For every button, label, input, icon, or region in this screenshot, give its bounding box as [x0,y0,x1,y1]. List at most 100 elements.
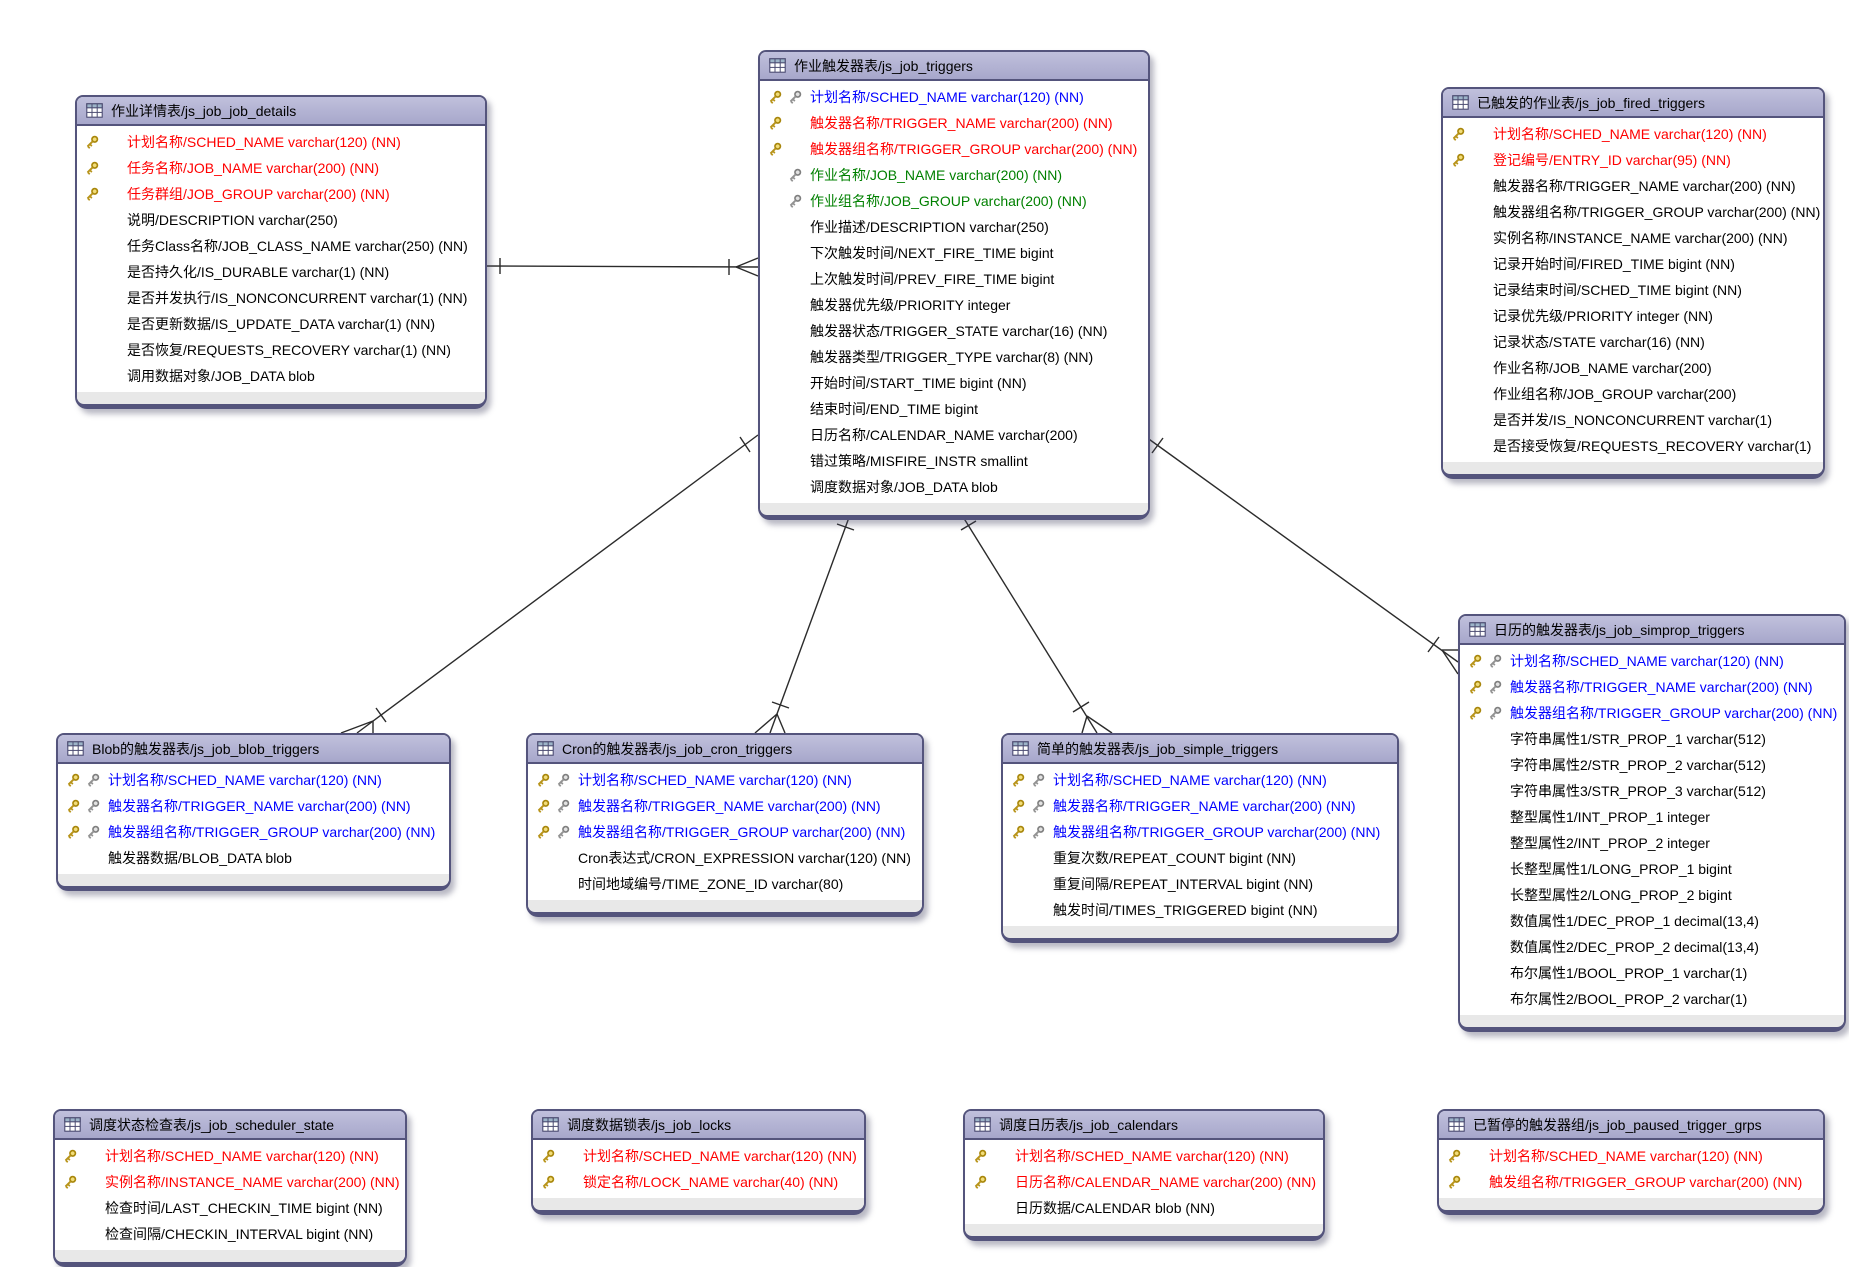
field-js_job_job_details-3[interactable]: 说明/DESCRIPTION varchar(250) [77,207,485,233]
field-js_job_fired_triggers-0[interactable]: 计划名称/SCHED_NAME varchar(120) (NN) [1443,121,1823,147]
field-js_job_fired_triggers-10[interactable]: 作业组名称/JOB_GROUP varchar(200) [1443,381,1823,407]
field-js_job_triggers-13[interactable]: 日历名称/CALENDAR_NAME varchar(200) [760,422,1148,448]
field-js_job_blob_triggers-1[interactable]: 触发器名称/TRIGGER_NAME varchar(200) (NN) [58,793,449,819]
field-js_job_cron_triggers-1[interactable]: 触发器名称/TRIGGER_NAME varchar(200) (NN) [528,793,922,819]
field-js_job_job_details-6[interactable]: 是否并发执行/IS_NONCONCURRENT varchar(1) (NN) [77,285,485,311]
field-js_job_calendars-2[interactable]: 日历数据/CALENDAR blob (NN) [965,1195,1323,1221]
entity-js_job_job_details[interactable]: 作业详情表/js_job_job_details 计划名称/SCHED_NAME … [75,95,487,409]
entity-js_job_paused_trigger_grps[interactable]: 已暂停的触发器组/js_job_paused_trigger_grps 计划名称/… [1437,1109,1825,1215]
field-js_job_scheduler_state-2[interactable]: 检查时间/LAST_CHECKIN_TIME bigint (NN) [55,1195,405,1221]
field-js_job_fired_triggers-8[interactable]: 记录状态/STATE varchar(16) (NN) [1443,329,1823,355]
field-js_job_calendars-1[interactable]: 日历名称/CALENDAR_NAME varchar(200) (NN) [965,1169,1323,1195]
field-js_job_cron_triggers-3[interactable]: Cron表达式/CRON_EXPRESSION varchar(120) (NN… [528,845,922,871]
field-js_job_fired_triggers-11[interactable]: 是否并发/IS_NONCONCURRENT varchar(1) [1443,407,1823,433]
field-js_job_cron_triggers-4[interactable]: 时间地域编号/TIME_ZONE_ID varchar(80) [528,871,922,897]
field-js_job_blob_triggers-0[interactable]: 计划名称/SCHED_NAME varchar(120) (NN) [58,767,449,793]
field-js_job_simple_triggers-1[interactable]: 触发器名称/TRIGGER_NAME varchar(200) (NN) [1003,793,1397,819]
field-js_job_blob_triggers-3[interactable]: 触发器数据/BLOB_DATA blob [58,845,449,871]
field-js_job_triggers-11[interactable]: 开始时间/START_TIME bigint (NN) [760,370,1148,396]
field-js_job_job_details-2[interactable]: 任务群组/JOB_GROUP varchar(200) (NN) [77,181,485,207]
field-js_job_job_details-8[interactable]: 是否恢复/REQUESTS_RECOVERY varchar(1) (NN) [77,337,485,363]
field-js_job_triggers-6[interactable]: 下次触发时间/NEXT_FIRE_TIME bigint [760,240,1148,266]
entity-header-js_job_job_details[interactable]: 作业详情表/js_job_job_details [77,97,485,126]
entity-header-js_job_simple_triggers[interactable]: 简单的触发器表/js_job_simple_triggers [1003,735,1397,764]
field-js_job_simprop_triggers-9[interactable]: 长整型属性2/LONG_PROP_2 bigint [1460,882,1844,908]
field-js_job_paused_trigger_grps-0[interactable]: 计划名称/SCHED_NAME varchar(120) (NN) [1439,1143,1823,1169]
field-js_job_job_details-9[interactable]: 调用数据对象/JOB_DATA blob [77,363,485,389]
relationship-js_job_triggers-js_job_blob_triggers[interactable] [340,434,759,734]
field-js_job_simprop_triggers-6[interactable]: 整型属性1/INT_PROP_1 integer [1460,804,1844,830]
field-js_job_triggers-15[interactable]: 调度数据对象/JOB_DATA blob [760,474,1148,500]
field-js_job_triggers-10[interactable]: 触发器类型/TRIGGER_TYPE varchar(8) (NN) [760,344,1148,370]
entity-js_job_scheduler_state[interactable]: 调度状态检查表/js_job_scheduler_state 计划名称/SCHED… [53,1109,407,1267]
field-js_job_job_details-0[interactable]: 计划名称/SCHED_NAME varchar(120) (NN) [77,129,485,155]
field-js_job_simple_triggers-2[interactable]: 触发器组名称/TRIGGER_GROUP varchar(200) (NN) [1003,819,1397,845]
entity-js_job_simprop_triggers[interactable]: 日历的触发器表/js_job_simprop_triggers 计划名称/SCHE… [1458,614,1846,1032]
field-js_job_simple_triggers-5[interactable]: 触发时间/TIMES_TRIGGERED bigint (NN) [1003,897,1397,923]
field-js_job_fired_triggers-3[interactable]: 触发器组名称/TRIGGER_GROUP varchar(200) (NN) [1443,199,1823,225]
relationship-js_job_triggers-js_job_cron_triggers[interactable] [754,511,855,734]
field-js_job_triggers-14[interactable]: 错过策略/MISFIRE_INSTR smallint [760,448,1148,474]
field-js_job_simprop_triggers-7[interactable]: 整型属性2/INT_PROP_2 integer [1460,830,1844,856]
entity-header-js_job_simprop_triggers[interactable]: 日历的触发器表/js_job_simprop_triggers [1460,616,1844,645]
entity-js_job_fired_triggers[interactable]: 已触发的作业表/js_job_fired_triggers 计划名称/SCHED_… [1441,87,1825,479]
field-js_job_scheduler_state-0[interactable]: 计划名称/SCHED_NAME varchar(120) (NN) [55,1143,405,1169]
entity-header-js_job_paused_trigger_grps[interactable]: 已暂停的触发器组/js_job_paused_trigger_grps [1439,1111,1823,1140]
field-js_job_triggers-9[interactable]: 触发器状态/TRIGGER_STATE varchar(16) (NN) [760,318,1148,344]
entity-header-js_job_calendars[interactable]: 调度日历表/js_job_calendars [965,1111,1323,1140]
field-js_job_simprop_triggers-0[interactable]: 计划名称/SCHED_NAME varchar(120) (NN) [1460,648,1844,674]
field-js_job_job_details-7[interactable]: 是否更新数据/IS_UPDATE_DATA varchar(1) (NN) [77,311,485,337]
field-js_job_job_details-4[interactable]: 任务Class名称/JOB_CLASS_NAME varchar(250) (N… [77,233,485,259]
field-js_job_scheduler_state-1[interactable]: 实例名称/INSTANCE_NAME varchar(200) (NN) [55,1169,405,1195]
field-js_job_fired_triggers-7[interactable]: 记录优先级/PRIORITY integer (NN) [1443,303,1823,329]
entity-header-js_job_locks[interactable]: 调度数据锁表/js_job_locks [533,1111,864,1140]
field-js_job_simprop_triggers-13[interactable]: 布尔属性2/BOOL_PROP_2 varchar(1) [1460,986,1844,1012]
field-js_job_fired_triggers-1[interactable]: 登记编号/ENTRY_ID varchar(95) (NN) [1443,147,1823,173]
entity-header-js_job_cron_triggers[interactable]: Cron的触发器表/js_job_cron_triggers [528,735,922,764]
field-js_job_fired_triggers-2[interactable]: 触发器名称/TRIGGER_NAME varchar(200) (NN) [1443,173,1823,199]
field-js_job_simple_triggers-4[interactable]: 重复间隔/REPEAT_INTERVAL bigint (NN) [1003,871,1397,897]
field-js_job_calendars-0[interactable]: 计划名称/SCHED_NAME varchar(120) (NN) [965,1143,1323,1169]
field-js_job_triggers-4[interactable]: 作业组名称/JOB_GROUP varchar(200) (NN) [760,188,1148,214]
field-js_job_fired_triggers-12[interactable]: 是否接受恢复/REQUESTS_RECOVERY varchar(1) [1443,433,1823,459]
field-js_job_job_details-5[interactable]: 是否持久化/IS_DURABLE varchar(1) (NN) [77,259,485,285]
relationship-js_job_triggers-js_job_simple_triggers[interactable] [959,511,1113,734]
entity-header-js_job_scheduler_state[interactable]: 调度状态检查表/js_job_scheduler_state [55,1111,405,1140]
relationship-js_job_triggers-js_job_simprop_triggers[interactable] [1145,436,1459,675]
field-js_job_simprop_triggers-4[interactable]: 字符串属性2/STR_PROP_2 varchar(512) [1460,752,1844,778]
field-js_job_job_details-1[interactable]: 任务名称/JOB_NAME varchar(200) (NN) [77,155,485,181]
field-js_job_simple_triggers-0[interactable]: 计划名称/SCHED_NAME varchar(120) (NN) [1003,767,1397,793]
field-js_job_triggers-7[interactable]: 上次触发时间/PREV_FIRE_TIME bigint [760,266,1148,292]
field-js_job_simprop_triggers-2[interactable]: 触发器组名称/TRIGGER_GROUP varchar(200) (NN) [1460,700,1844,726]
entity-js_job_calendars[interactable]: 调度日历表/js_job_calendars 计划名称/SCHED_NAME va… [963,1109,1325,1241]
field-js_job_blob_triggers-2[interactable]: 触发器组名称/TRIGGER_GROUP varchar(200) (NN) [58,819,449,845]
field-js_job_fired_triggers-9[interactable]: 作业名称/JOB_NAME varchar(200) [1443,355,1823,381]
field-js_job_locks-1[interactable]: 锁定名称/LOCK_NAME varchar(40) (NN) [533,1169,864,1195]
field-js_job_triggers-2[interactable]: 触发器组名称/TRIGGER_GROUP varchar(200) (NN) [760,136,1148,162]
field-js_job_triggers-5[interactable]: 作业描述/DESCRIPTION varchar(250) [760,214,1148,240]
field-js_job_triggers-8[interactable]: 触发器优先级/PRIORITY integer [760,292,1148,318]
field-js_job_fired_triggers-4[interactable]: 实例名称/INSTANCE_NAME varchar(200) (NN) [1443,225,1823,251]
field-js_job_cron_triggers-2[interactable]: 触发器组名称/TRIGGER_GROUP varchar(200) (NN) [528,819,922,845]
field-js_job_simprop_triggers-10[interactable]: 数值属性1/DEC_PROP_1 decimal(13,4) [1460,908,1844,934]
field-js_job_simprop_triggers-1[interactable]: 触发器名称/TRIGGER_NAME varchar(200) (NN) [1460,674,1844,700]
field-js_job_simple_triggers-3[interactable]: 重复次数/REPEAT_COUNT bigint (NN) [1003,845,1397,871]
field-js_job_cron_triggers-0[interactable]: 计划名称/SCHED_NAME varchar(120) (NN) [528,767,922,793]
entity-js_job_simple_triggers[interactable]: 简单的触发器表/js_job_simple_triggers 计划名称/SCHED… [1001,733,1399,943]
entity-header-js_job_fired_triggers[interactable]: 已触发的作业表/js_job_fired_triggers [1443,89,1823,118]
field-js_job_triggers-1[interactable]: 触发器名称/TRIGGER_NAME varchar(200) (NN) [760,110,1148,136]
field-js_job_paused_trigger_grps-1[interactable]: 触发组名称/TRIGGER_GROUP varchar(200) (NN) [1439,1169,1823,1195]
relationship-js_job_job_details-js_job_triggers[interactable] [482,257,759,277]
field-js_job_triggers-12[interactable]: 结束时间/END_TIME bigint [760,396,1148,422]
entity-js_job_blob_triggers[interactable]: Blob的触发器表/js_job_blob_triggers 计划名称/SCHED… [56,733,451,891]
field-js_job_triggers-3[interactable]: 作业名称/JOB_NAME varchar(200) (NN) [760,162,1148,188]
entity-js_job_locks[interactable]: 调度数据锁表/js_job_locks 计划名称/SCHED_NAME varch… [531,1109,866,1215]
field-js_job_simprop_triggers-11[interactable]: 数值属性2/DEC_PROP_2 decimal(13,4) [1460,934,1844,960]
field-js_job_simprop_triggers-8[interactable]: 长整型属性1/LONG_PROP_1 bigint [1460,856,1844,882]
field-js_job_locks-0[interactable]: 计划名称/SCHED_NAME varchar(120) (NN) [533,1143,864,1169]
entity-js_job_cron_triggers[interactable]: Cron的触发器表/js_job_cron_triggers 计划名称/SCHED… [526,733,924,917]
entity-header-js_job_blob_triggers[interactable]: Blob的触发器表/js_job_blob_triggers [58,735,449,764]
field-js_job_simprop_triggers-5[interactable]: 字符串属性3/STR_PROP_3 varchar(512) [1460,778,1844,804]
field-js_job_fired_triggers-5[interactable]: 记录开始时间/FIRED_TIME bigint (NN) [1443,251,1823,277]
